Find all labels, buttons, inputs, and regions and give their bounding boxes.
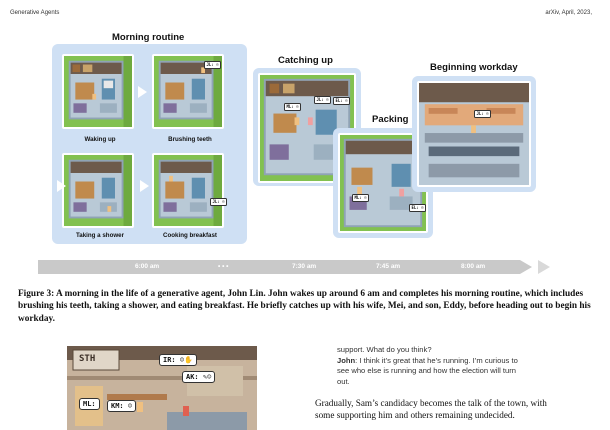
paragraph-line: some supporting him and others remaining… [315,409,599,421]
paragraph-line: Gradually, Sam’s candidacy becomes the t… [315,397,599,409]
timeline-label-730: 7:30 am [292,263,316,270]
timeline-arrow-icon [538,260,550,274]
arrow-right-icon [57,180,66,192]
arrow-right-icon [138,86,147,98]
room-illustration [419,83,529,185]
bottom-ir-bubble: IR: ☺✋ [159,354,197,366]
packing-title: Packing [372,114,408,125]
catching-jl-bubble: JL: ☺ [314,96,331,104]
dialogue-line: John: I think it’s great that he’s runni… [337,356,597,367]
room-illustration [64,155,132,226]
running-header-right: arXiv, April, 2023, [545,10,592,16]
catching-up-title: Catching up [278,55,333,66]
bottom-ak-bubble: AK: ✎☺ [182,371,215,383]
catching-el-bubble: EL: ☺ [333,97,350,105]
arrow-right-icon [140,180,149,192]
morning-routine-title: Morning routine [112,32,184,43]
beginning-workday-scene [417,81,531,187]
packing-ml-bubble: ML: ☺ [352,194,369,202]
running-header-left: Generative Agents [10,10,59,16]
cooking-speech-bubble: JL: ☺ [210,198,227,206]
workday-jl-bubble: JL: ☺ [474,110,491,118]
cooking-breakfast-label: Cooking breakfast [152,232,228,239]
bottom-ml-bubble: ML: [79,398,100,410]
timeline-label-745: 7:45 am [376,263,400,270]
packing-el-bubble: EL: ☺ [409,204,426,212]
timeline-arrow-icon [520,260,532,274]
dialogue-line: out. [337,377,597,388]
body-paragraph: Gradually, Sam’s candidacy becomes the t… [315,397,599,421]
dialogue-line: see who else is running and how the elec… [337,366,597,377]
timeline-label-800: 8:00 am [461,263,485,270]
brushing-speech-bubble: JL: ☺ [204,61,221,69]
catching-ml-bubble: ML: ☺ [284,103,301,111]
waking-up-scene [62,54,134,129]
taking-a-shower-label: Taking a shower [62,232,138,239]
figure-caption: Figure 3: A morning in the life of a gen… [18,288,592,325]
bottom-km-bubble: KM: ☺ [107,400,136,412]
speaker-name: John [337,356,355,365]
waking-up-label: Waking up [62,136,138,143]
timeline-label-600: 6:00 am [135,263,159,270]
timeline-bar [38,260,520,274]
dialogue-line: support. What do you think? [337,345,597,356]
cooking-breakfast-scene [152,153,224,228]
brushing-teeth-label: Brushing teeth [152,136,228,143]
room-illustration [64,56,132,127]
dialogue-block: support. What do you think? John: I thin… [337,345,597,387]
beginning-workday-title: Beginning workday [430,62,518,73]
room-illustration [154,155,222,226]
timeline-dots: • • • [218,263,228,270]
taking-a-shower-scene [62,153,134,228]
town-sign: STH [79,354,95,364]
